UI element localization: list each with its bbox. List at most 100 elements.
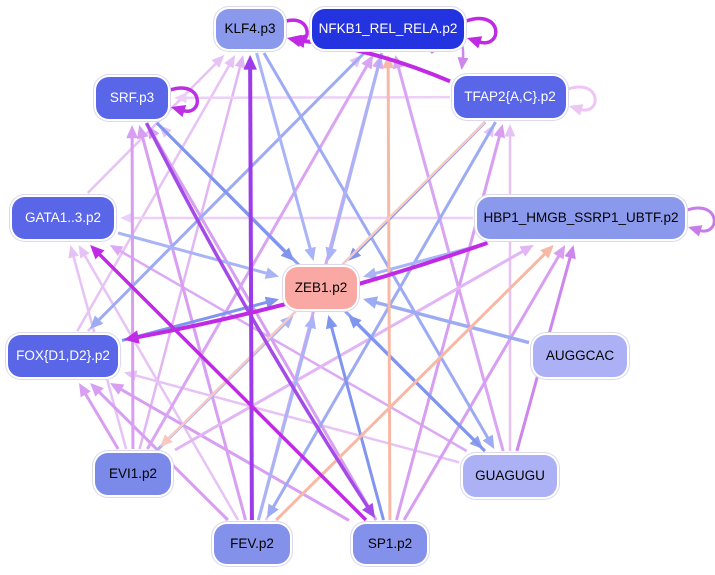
edge-sp1-tfap2-arrowhead	[493, 124, 506, 139]
node-label-klf4: KLF4.p3	[224, 21, 276, 37]
edge-evi1-fox	[83, 391, 120, 450]
node-klf4[interactable]: KLF4.p3	[216, 9, 284, 49]
node-label-guagugu: GUAGUGU	[475, 468, 545, 484]
edge-evi1-srf-arrowhead	[126, 125, 139, 139]
node-guagugu[interactable]: GUAGUGU	[463, 455, 557, 497]
edge-gata-zeb1	[117, 231, 269, 276]
edge-nfkb1-tfap2-arrowhead	[457, 56, 469, 70]
node-label-fox: FOX{D1,D2}.p2	[16, 348, 110, 364]
node-label-fev: FEV.p2	[230, 536, 274, 552]
self-loop-srf	[169, 86, 199, 113]
self-loop-klf4-arrowhead	[287, 34, 302, 48]
edge-auggcac-zeb1	[374, 300, 530, 345]
node-label-tfap2: TFAP2{A,C}.p2	[464, 89, 556, 105]
edge-sp1-gata	[97, 252, 368, 522]
edge-guagugu-zeb1-arrowhead	[348, 315, 362, 329]
edge-nfkb1-zeb1-arrowhead	[325, 246, 338, 261]
edge-fev-fox-arrowhead	[90, 383, 104, 397]
edge-evi1-gata-arrowhead	[68, 245, 79, 259]
self-loop-srf-arrowhead	[171, 104, 187, 118]
edge-guagugu-gata-arrowhead	[109, 245, 124, 256]
self-loop-hbp1	[686, 206, 715, 233]
node-label-nfkb1: NFKB1_REL_RELA.p2	[318, 21, 458, 37]
self-loop-hbp1-arrowhead	[688, 225, 703, 237]
edge-klf4-guagugu-arrowhead	[482, 434, 495, 449]
edge-guagugu-tfap2-arrowhead	[504, 124, 516, 137]
node-auggcac[interactable]: AUGGCAC	[533, 335, 627, 377]
edge-fev-zeb1	[257, 325, 313, 521]
self-loop-nfkb1	[465, 17, 498, 45]
node-label-srf: SRF.p3	[109, 90, 155, 106]
node-label-sp1: SP1.p2	[367, 536, 413, 552]
edge-gata-zeb1-arrowhead	[264, 267, 279, 279]
self-loop-tfap2-arrowhead	[569, 104, 584, 116]
edge-evi1-nfkb1-arrowhead	[361, 55, 374, 70]
edge-evi1-srf	[130, 136, 135, 450]
edge-hbp1-zeb1-arrowhead	[363, 267, 378, 279]
node-hbp1[interactable]: HBP1_HMGB_SSRP1_UBTF.p2	[477, 197, 685, 239]
edge-tfap2-evi1-arrowhead	[160, 434, 173, 447]
edge-guagugu-fox-arrowhead	[124, 370, 138, 381]
edge-sp1-gata-arrowhead	[90, 245, 105, 260]
edge-nfkb1-zeb1	[329, 52, 384, 251]
edge-gata-klf4-arrowhead	[211, 55, 225, 68]
edge-nfkb1-fox-arrowhead	[89, 315, 104, 329]
edge-evi1-hbp1-arrowhead	[519, 245, 534, 257]
edge-klf4-zeb1	[255, 52, 313, 251]
edge-tfap2-srf-arrowhead	[174, 92, 187, 104]
edge-srf-sp1-arrowhead	[362, 502, 375, 518]
edge-fev-gata-arrowhead	[78, 245, 90, 259]
edge-sp1-zeb1-arrowhead	[326, 315, 338, 330]
edge-klf4-guagugu	[262, 52, 490, 441]
edge-guagugu-nfkb1	[396, 65, 505, 452]
edge-nfkb1-fox	[96, 51, 366, 323]
edge-fev-klf4-arrowhead	[243, 55, 257, 70]
edge-srf-sp1	[144, 122, 370, 509]
node-gata[interactable]: GATA1..3.p2	[12, 197, 114, 239]
self-loop-nfkb1-arrowhead	[467, 36, 483, 49]
edge-fev-zeb1-arrowhead	[304, 315, 316, 330]
edge-sp1-hbp1-arrowhead	[553, 245, 566, 260]
edge-tfap2-fev-arrowhead	[267, 503, 279, 518]
node-nfkb1[interactable]: NFKB1_REL_RELA.p2	[312, 9, 464, 49]
edge-sp1-zeb1	[329, 325, 385, 521]
edge-fox-klf4-arrowhead	[224, 55, 236, 69]
edge-sp1-fox	[118, 387, 350, 522]
edge-guagugu-fox	[133, 373, 460, 464]
node-label-evi1: EVI1.p2	[108, 466, 158, 482]
edge-fev-gata	[82, 253, 240, 521]
edge-srf-zeb1	[155, 121, 288, 255]
edge-gata-klf4	[86, 61, 218, 194]
edge-auggcac-zeb1-arrowhead	[363, 296, 379, 309]
node-tfap2[interactable]: TFAP2{A,C}.p2	[454, 76, 566, 118]
edge-fox-zeb1-arrowhead	[264, 296, 279, 309]
edge-fev-srf	[140, 135, 247, 521]
edge-hbp1-gata-arrowhead	[120, 212, 133, 224]
node-evi1[interactable]: EVI1.p2	[95, 453, 171, 495]
edge-guagugu-zeb1	[355, 321, 486, 453]
edge-guagugu-gata	[118, 249, 468, 453]
edge-klf4-zeb1-arrowhead	[304, 246, 316, 261]
edge-sp1-nfkb1-arrowhead	[382, 55, 395, 69]
edge-tfap2-srf	[184, 95, 451, 100]
edge-evi1-hbp1	[174, 249, 525, 452]
edge-sp1-fox-arrowhead	[109, 383, 125, 395]
edge-srf-zeb1-arrowhead	[280, 247, 295, 261]
node-fox[interactable]: FOX{D1,D2}.p2	[8, 335, 118, 377]
edge-evi1-fox-arrowhead	[79, 383, 91, 398]
edge-fev-hbp1-arrowhead	[540, 245, 554, 259]
self-loop-tfap2	[567, 85, 597, 112]
edge-fev-klf4	[248, 67, 254, 521]
node-label-zeb1: ZEB1.p2	[294, 280, 348, 296]
edge-sp1-hbp1	[402, 253, 561, 521]
edge-tfap2-fev	[271, 121, 497, 510]
node-fev[interactable]: FEV.p2	[214, 524, 290, 564]
edge-evi1-nfkb1	[146, 63, 369, 450]
node-sp1[interactable]: SP1.p2	[353, 524, 427, 564]
node-srf[interactable]: SRF.p3	[96, 77, 168, 119]
node-label-hbp1: HBP1_HMGB_SSRP1_UBTF.p2	[483, 210, 679, 226]
node-zeb1[interactable]: ZEB1.p2	[285, 267, 357, 309]
node-label-gata: GATA1..3.p2	[24, 210, 102, 226]
edge-evi1-klf4	[138, 64, 242, 450]
